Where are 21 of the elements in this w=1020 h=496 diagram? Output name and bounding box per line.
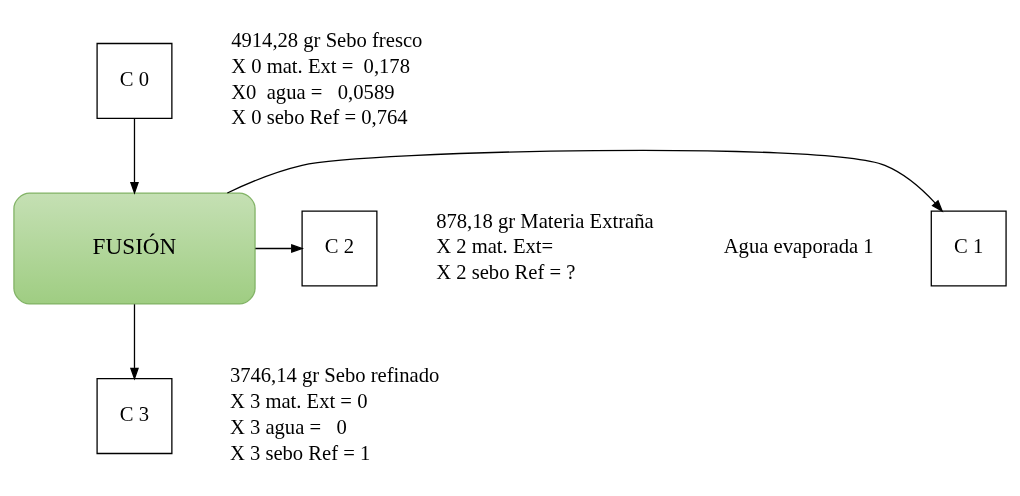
node-label: 4914,28 gr Sebo fresco [231, 28, 423, 51]
arrow [129, 117, 139, 195]
node-label: X 3 agua = 0 [229, 415, 347, 438]
node-label: X 3 sebo Ref = 1 [229, 441, 371, 464]
node-label: X 0 mat. Ext = 0,178 [231, 54, 410, 77]
node-box: C 0 [96, 42, 173, 119]
arrow [254, 243, 304, 253]
node-label: Agua evaporada 1 [723, 234, 874, 257]
node-box: C 2 [301, 209, 378, 287]
node-label: X 2 sebo Ref = ? [436, 260, 576, 283]
node-label: X0 agua = 0,0589 [231, 80, 395, 103]
node-box: C 3 [96, 377, 173, 454]
arrow [226, 149, 944, 212]
node-box: FUSIÓN [13, 191, 256, 305]
arrow [129, 303, 139, 381]
node-label: X 2 mat. Ext= [436, 234, 554, 257]
node-label: X 0 sebo Ref = 0,764 [231, 105, 408, 128]
node-box: C 1 [930, 209, 1007, 287]
node-label: 878,18 gr Materia Extraña [436, 209, 654, 232]
node-label: 3746,14 gr Sebo refinado [229, 363, 440, 386]
node-label: X 3 mat. Ext = 0 [229, 389, 368, 412]
